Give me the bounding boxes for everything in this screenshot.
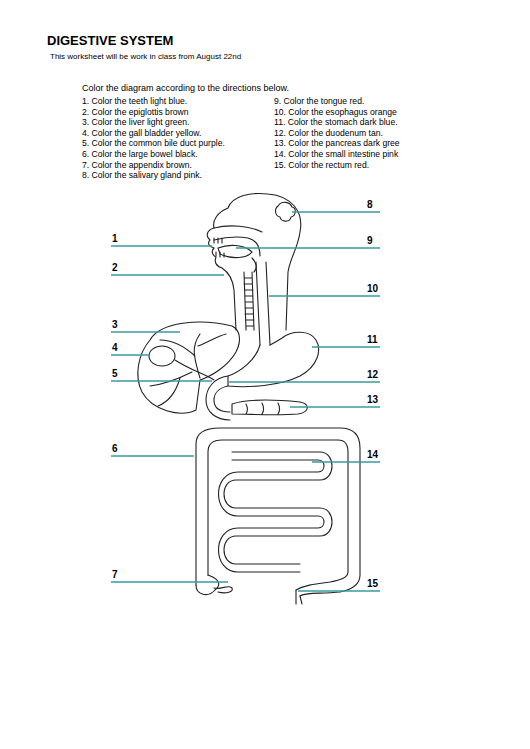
callout-number: 2 (112, 262, 118, 274)
leader-line (312, 461, 380, 462)
instruction-item: 11. Color the stomach dark blue. (274, 118, 398, 128)
instruction-item: 6. Color the large bowel black. (82, 150, 198, 160)
stomach (228, 332, 319, 386)
leader-lines (111, 212, 380, 591)
callout-number: 5 (112, 368, 118, 380)
appendix (214, 587, 232, 593)
instruction-item: 1. Color the teeth light blue. (82, 97, 187, 107)
callout-number: 1 (112, 233, 118, 245)
instruction-item: 8. Color the salivary gland pink. (82, 171, 202, 181)
teeth (214, 238, 224, 257)
callout-number: 11 (367, 334, 378, 346)
instruction-item: 13. Color the pancreas dark gree (274, 139, 400, 149)
instruction-item: 14. Color the small intestine pink (274, 150, 398, 160)
callout-number: 7 (112, 569, 118, 581)
instruction-item: 3. Color the liver light green. (82, 118, 189, 128)
worksheet-title: DIGESTIVE SYSTEM (47, 34, 173, 49)
epiglottis (252, 258, 256, 272)
instruction-item: 7. Color the appendix brown. (82, 161, 192, 171)
instruction-item: 12. Color the duodenum tan. (274, 129, 383, 139)
leader-line (111, 331, 180, 332)
leader-line (111, 455, 194, 456)
gall-bladder (149, 346, 175, 366)
instruction-heading: Color the diagram according to the direc… (82, 83, 289, 93)
leader-line (111, 274, 224, 275)
instruction-item: 10. Color the esophagus orange (274, 108, 397, 118)
callout-number: 15 (367, 578, 378, 590)
instruction-item: 4. Color the gall bladder yellow. (82, 129, 201, 139)
callout-number: 10 (367, 283, 378, 295)
liver (138, 322, 240, 413)
callout-number: 14 (367, 449, 378, 461)
callout-number: 9 (367, 235, 373, 247)
leader-line (236, 247, 380, 248)
leader-line (290, 406, 380, 407)
leader-line (312, 346, 380, 347)
cecum (196, 575, 219, 595)
instruction-item: 5. Color the common bile duct purple. (82, 139, 225, 149)
callout-number: 12 (367, 369, 378, 381)
head-outline (207, 194, 301, 330)
leader-line (298, 590, 380, 591)
callout-number: 3 (112, 319, 118, 331)
duodenum (206, 376, 230, 420)
large-intestine (196, 428, 360, 596)
callout-number: 4 (112, 342, 118, 354)
leader-line (111, 380, 212, 381)
tongue (218, 245, 252, 257)
leader-line (292, 211, 380, 212)
instruction-item: 15. Color the rectum red. (274, 161, 369, 171)
leader-line (111, 354, 149, 355)
trachea (244, 272, 254, 330)
esophagus (256, 262, 270, 345)
leader-line (111, 245, 212, 246)
instruction-item: 2. Color the epiglottis brown (82, 108, 189, 118)
callout-number: 8 (367, 199, 373, 211)
small-intestine (219, 452, 333, 572)
common-bile-duct (175, 360, 214, 380)
leader-line (269, 295, 380, 296)
leader-line (111, 581, 228, 582)
rectum (296, 590, 302, 604)
callout-number: 13 (367, 394, 378, 406)
leader-line (229, 381, 380, 382)
instruction-item: 9. Color the tongue red. (274, 97, 364, 107)
organ-outlines (138, 194, 360, 604)
nasal-cavity (214, 226, 262, 232)
worksheet-note: This worksheet will be work in class fro… (50, 52, 241, 61)
callout-number: 6 (112, 443, 118, 455)
